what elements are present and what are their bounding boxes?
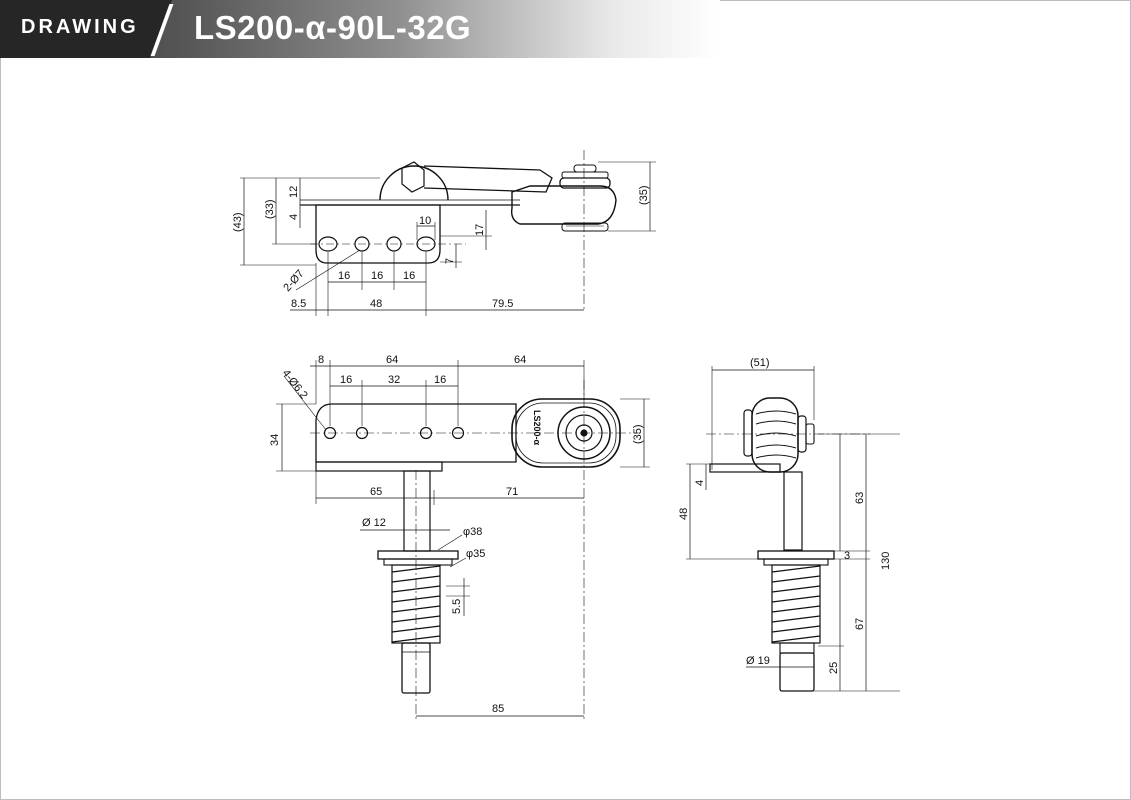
top-dim-4: 4	[288, 214, 300, 220]
side-dim-3: 3	[844, 550, 850, 562]
front-dim-65: 65	[370, 486, 382, 498]
top-dim-79-5: 79.5	[492, 298, 513, 310]
top-dim-16a: 16	[338, 270, 350, 282]
side-dim-63: 63	[854, 492, 866, 504]
front-dim-35: (35)	[632, 424, 644, 444]
front-dim-34: 34	[269, 434, 281, 446]
top-dim-8-5: 8.5	[291, 298, 306, 310]
front-dim-16b: 16	[434, 374, 446, 386]
front-dim-64b: 64	[514, 354, 526, 366]
side-dim-67: 67	[854, 618, 866, 630]
front-dim-hole: 4-Ø6.2	[280, 367, 310, 401]
drawing-label: DRAWING	[21, 16, 139, 38]
header-bar: DRAWING LS200-α-90L-32G	[0, 0, 720, 58]
top-dim-17: 17	[474, 224, 486, 236]
side-dim-51: (51)	[750, 357, 770, 369]
drawing-tag	[0, 0, 172, 58]
top-view	[240, 150, 656, 316]
front-view	[276, 360, 650, 720]
front-dim-32: 32	[388, 374, 400, 386]
top-dim-33: (33)	[264, 199, 276, 219]
top-dim-10: 10	[419, 215, 431, 227]
top-dim-35: (35)	[638, 185, 650, 205]
side-dim-130: 130	[880, 552, 892, 570]
top-dim-16c: 16	[403, 270, 415, 282]
top-dim-hole: 2-Ø7	[281, 268, 306, 294]
front-dim-phi38: φ38	[463, 526, 482, 538]
front-dim-64a: 64	[386, 354, 398, 366]
top-dim-12: 12	[288, 186, 300, 198]
side-dim-25: 25	[828, 662, 840, 674]
front-dim-phi35: φ35	[466, 548, 485, 560]
side-dim-4: 4	[694, 480, 706, 486]
model-number: LS200-α-90L-32G	[194, 9, 472, 46]
top-dim-48: 48	[370, 298, 382, 310]
front-dim-16a: 16	[340, 374, 352, 386]
front-dim-phi12: Ø 12	[362, 517, 386, 529]
top-dim-7: 7	[444, 258, 456, 264]
top-dim-16b: 16	[371, 270, 383, 282]
front-body-label: LS200-α	[532, 410, 542, 446]
front-dim-71: 71	[506, 486, 518, 498]
front-dim-85: 85	[492, 703, 504, 715]
front-dim-8: 8	[318, 354, 324, 366]
side-view	[686, 366, 900, 692]
side-dim-phi19: Ø 19	[746, 655, 770, 667]
side-dim-48: 48	[678, 508, 690, 520]
front-dim-5-5: 5.5	[451, 599, 463, 614]
top-dim-43: (43)	[232, 212, 244, 232]
